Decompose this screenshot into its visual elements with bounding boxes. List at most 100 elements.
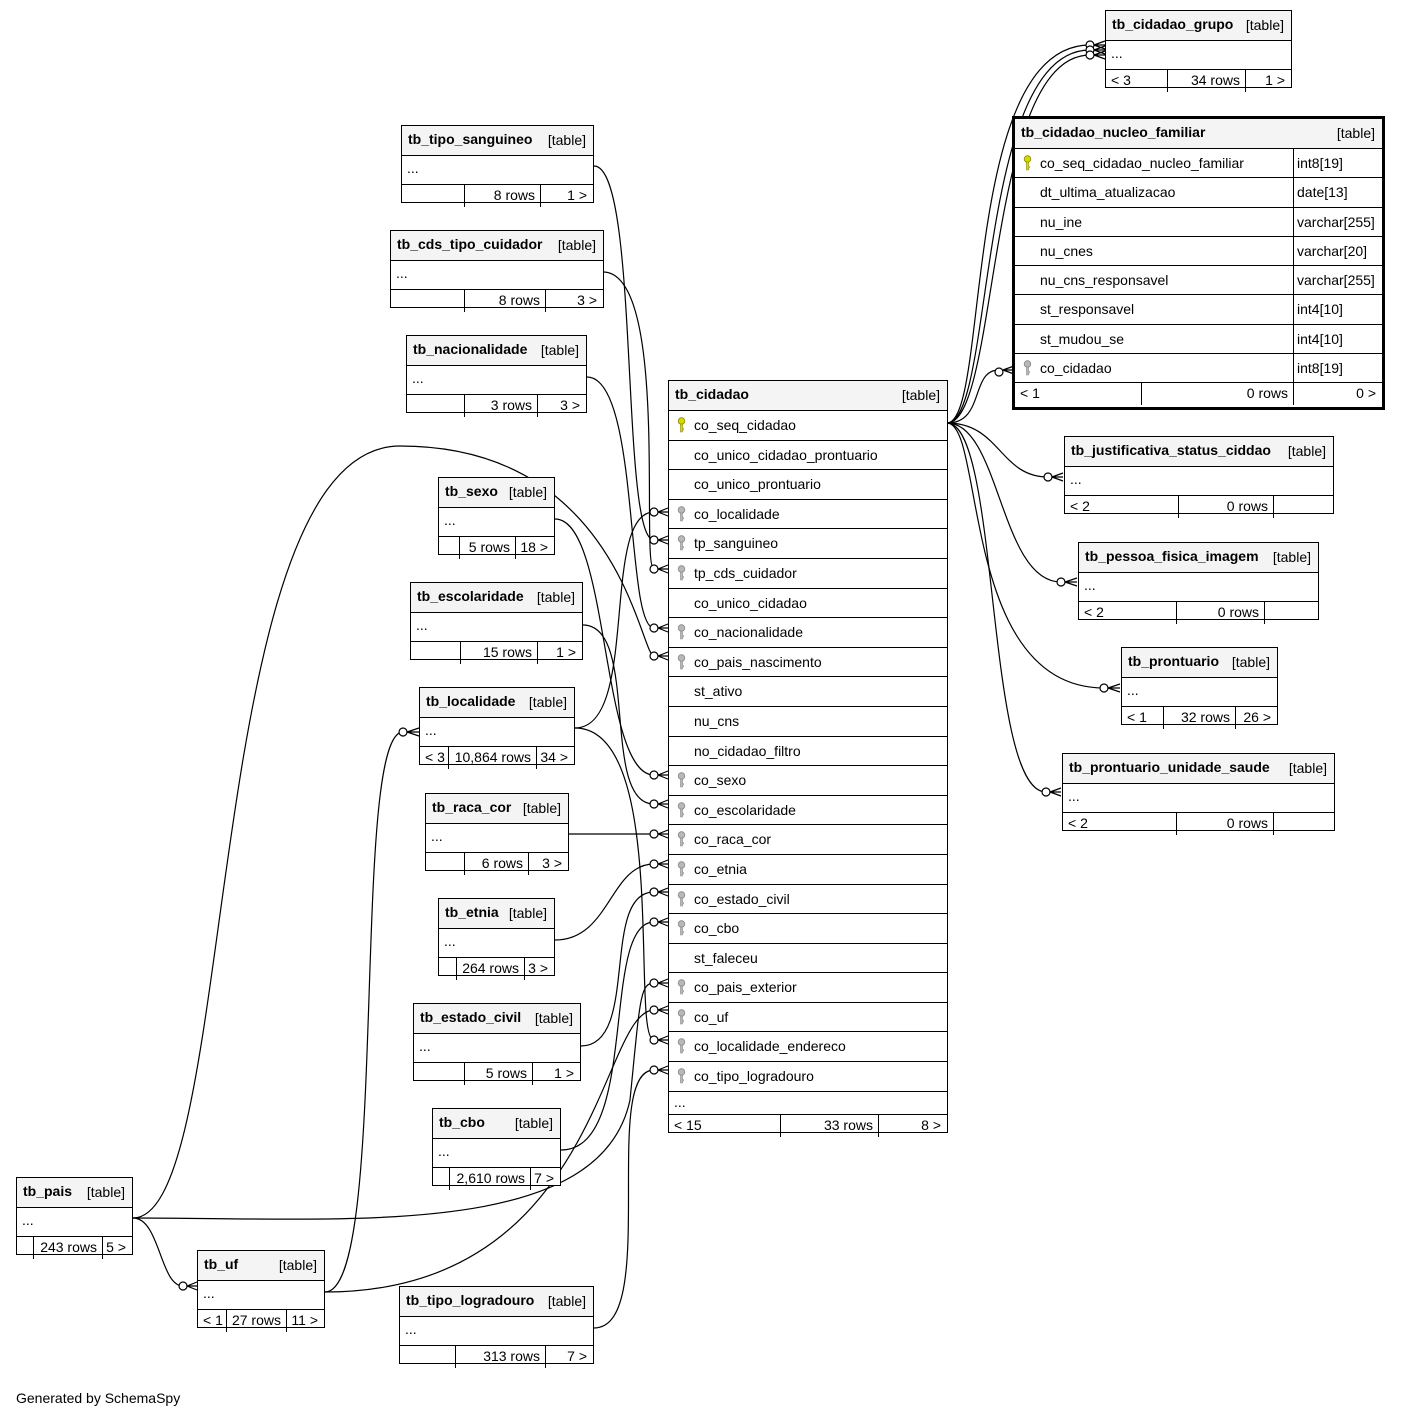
column-row[interactable]: tp_sanguineo (669, 529, 947, 559)
column-name: co_unico_cidadao (694, 594, 807, 611)
footer-row-count: 264 rows (457, 958, 525, 980)
foreign-key-icon (677, 1009, 686, 1025)
edge-cds-tipo-cuidador (602, 271, 655, 570)
table-header: tb_pessoa_fisica_imagem[table] (1079, 543, 1318, 573)
column-row[interactable]: co_localidade (669, 500, 947, 530)
table-name: tb_localidade (426, 693, 516, 709)
footer-row-count: 8 rows (465, 185, 541, 207)
footer-children: 1 > (567, 187, 587, 203)
column-row[interactable]: st_ativo (669, 677, 947, 707)
column-type: varchar[20] (1297, 242, 1368, 259)
column-row[interactable]: no_cidadao_filtro (669, 737, 947, 767)
table-tb-cbo[interactable]: tb_cbo[table] ... 2,610 rows 7 > (432, 1108, 561, 1190)
ellipsis-text: ... (407, 160, 419, 176)
table-name: tb_cidadao (675, 386, 749, 402)
footer-parents (439, 958, 457, 980)
column-row[interactable]: co_escolaridade (669, 796, 947, 826)
footer-children: 5 > (106, 1239, 126, 1255)
table-type-label: [table] (536, 589, 575, 605)
table-footer: < 2 0 rows (1063, 813, 1334, 835)
table-name: tb_nacionalidade (413, 341, 528, 357)
table-tb-localidade[interactable]: tb_localidade[table] ... < 3 10,864 rows… (419, 687, 575, 769)
table-footer: 8 rows 3 > (391, 290, 603, 312)
table-tb-raca-cor[interactable]: tb_raca_cor[table] ... 6 rows 3 > (425, 793, 569, 875)
column-row[interactable]: nu_cns (669, 707, 947, 737)
table-tb-tipo-sanguineo[interactable]: tb_tipo_sanguineo[table] ... 8 rows 1 > (401, 125, 594, 207)
footer-children: 3 > (560, 397, 580, 413)
column-row[interactable]: co_tipo_logradouro (669, 1062, 947, 1092)
table-name: tb_escolaridade (417, 588, 524, 604)
table-tb-justificativa-status-ciddao[interactable]: tb_justificativa_status_ciddao[table] ..… (1064, 436, 1334, 518)
table-tb-tipo-logradouro[interactable]: tb_tipo_logradouro[table] ... 313 rows 7… (399, 1286, 594, 1368)
column-divider (1293, 295, 1294, 325)
column-row[interactable]: co_unico_prontuario (669, 470, 947, 500)
column-row[interactable]: co_sexo (669, 766, 947, 796)
table-tb-cidadao-grupo[interactable]: tb_cidadao_grupo[table] ... < 3 34 rows … (1105, 10, 1292, 92)
table-tb-uf[interactable]: tb_uf[table] ... < 1 27 rows 11 > (197, 1250, 325, 1332)
table-tb-estado-civil[interactable]: tb_estado_civil[table] ... 5 rows 1 > (413, 1003, 581, 1085)
table-name: tb_cds_tipo_cuidador (397, 236, 543, 252)
footer-parents: < 1 (1122, 707, 1164, 729)
table-tb-sexo[interactable]: tb_sexo[table] ... 5 rows 18 > (438, 477, 555, 559)
column-row[interactable]: co_estado_civil (669, 885, 947, 915)
table-header: tb_cbo[table] (433, 1109, 560, 1139)
column-row[interactable]: st_faleceu (669, 944, 947, 974)
table-tb-cds-tipo-cuidador[interactable]: tb_cds_tipo_cuidador [table] ... 8 rows 3… (390, 230, 604, 312)
column-name: nu_ine (1040, 213, 1083, 230)
column-row[interactable]: tp_cds_cuidador (669, 559, 947, 589)
table-footer: < 1 0 rows 0 > (1015, 383, 1382, 406)
column-row[interactable]: co_raca_cor (669, 825, 947, 855)
footer-children (1265, 602, 1318, 624)
table-tb-pais[interactable]: tb_pais[table] ... 243 rows 5 > (16, 1177, 133, 1259)
footer-children: 11 > (291, 1312, 318, 1328)
column-type: varchar[255] (1297, 272, 1375, 289)
table-tb-etnia[interactable]: tb_etnia[table] ... 264 rows 3 > (438, 898, 555, 980)
column-row[interactable]: co_cbo (669, 914, 947, 944)
table-tb-escolaridade[interactable]: tb_escolaridade[table] ... 15 rows 1 > (410, 582, 583, 664)
table-header: tb_nacionalidade[table] (407, 336, 586, 366)
ellipsis-text: ... (396, 265, 408, 281)
column-row[interactable]: co_etnia (669, 855, 947, 885)
column-row[interactable]: co_pais_exterior (669, 973, 947, 1003)
table-type-label: [table] (522, 800, 561, 816)
column-name: co_nacionalidade (694, 624, 803, 641)
footer-row-count: 0 rows (1177, 813, 1274, 835)
table-tb-prontuario[interactable]: tb_prontuario[table] ... < 1 32 rows 26 … (1121, 647, 1278, 729)
footer-row-count: 33 rows (781, 1114, 879, 1137)
column-row[interactable]: co_localidade_endereco (669, 1032, 947, 1063)
ellipsis-text: ... (412, 370, 424, 386)
ellipsis-text: ... (1111, 45, 1123, 61)
generated-by-label: Generated by SchemaSpy (16, 1390, 181, 1406)
footer-parents (407, 395, 465, 417)
table-type-label: [table] (557, 237, 596, 253)
table-tb-cidadao-nucleo-familiar[interactable]: tb_cidadao_nucleo_familiar[table] co_seq… (1012, 116, 1385, 410)
column-row[interactable]: co_nacionalidade (669, 618, 947, 648)
column-row[interactable]: co_unico_cidadao_prontuario (669, 441, 947, 471)
table-tb-pessoa-fisica-imagem[interactable]: tb_pessoa_fisica_imagem[table] ... < 2 0… (1078, 542, 1319, 624)
column-name: co_sexo (694, 772, 747, 789)
table-type-label: [table] (508, 484, 547, 500)
column-row[interactable]: co_uf (669, 1003, 947, 1033)
column-name: st_faleceu (694, 949, 758, 966)
table-tb-prontuario-unidade-saude[interactable]: tb_prontuario_unidade_saude[table] ... <… (1062, 753, 1335, 835)
columns-ellipsis: ... (411, 613, 582, 642)
column-row[interactable]: co_unico_cidadao (669, 589, 947, 619)
column-name: co_raca_cor (694, 831, 772, 848)
columns-ellipsis: ... (1122, 678, 1277, 707)
table-tb-nacionalidade[interactable]: tb_nacionalidade[table] ... 3 rows 3 > (406, 335, 587, 417)
edge-uf-localidade (324, 731, 404, 1293)
column-row[interactable]: co_pais_nascimento (669, 648, 947, 678)
column-row[interactable]: co_seq_cidadao (669, 411, 947, 441)
edge-cidadao-justificativa (946, 422, 1049, 478)
table-name: tb_uf (204, 1256, 239, 1272)
table-footer: 313 rows 7 > (400, 1346, 593, 1368)
